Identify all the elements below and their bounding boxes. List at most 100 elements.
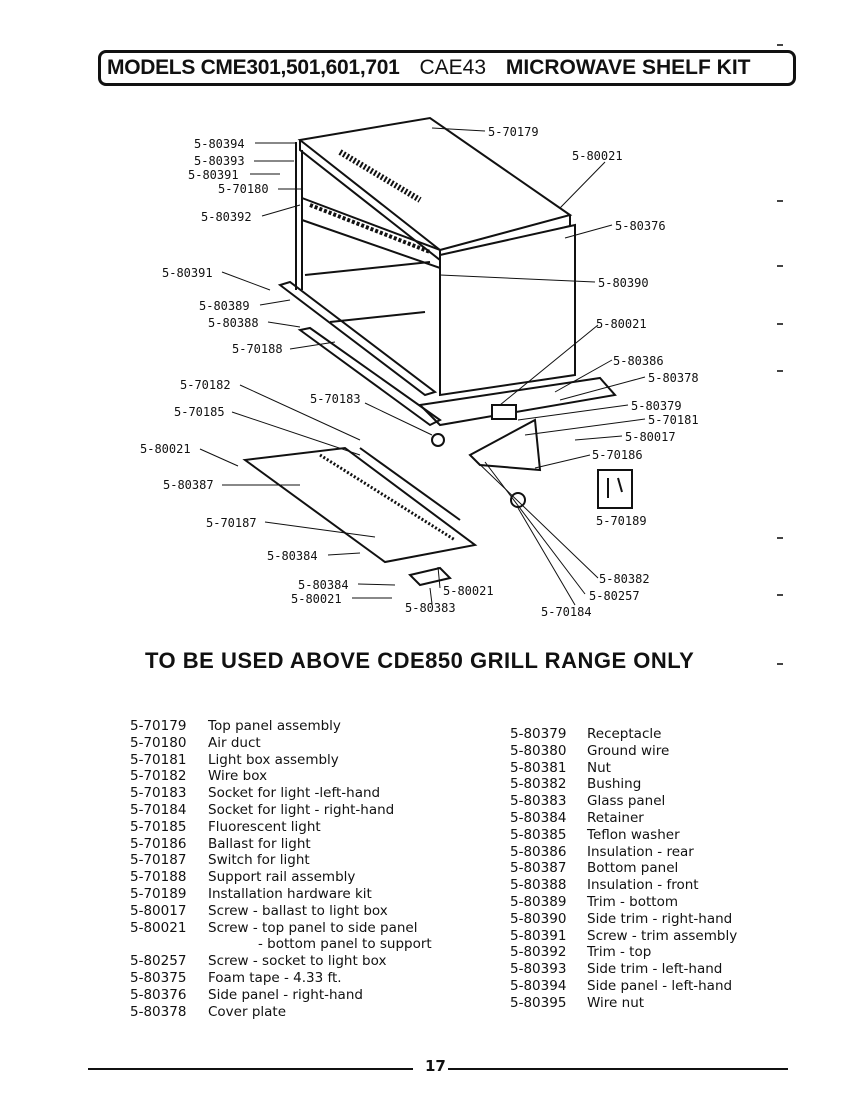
callout-label: 5-70181 (648, 413, 699, 427)
part-number: 5-80391 (510, 927, 567, 944)
list-item: 5-70189 Installation hardware kit (130, 886, 432, 903)
part-number: 5-70187 (130, 852, 187, 869)
part-number: 5-80387 (510, 860, 567, 877)
margin-mark (777, 44, 783, 46)
list-item: 5-70182 Wire box (130, 768, 432, 785)
part-number: 5-80389 (510, 893, 567, 910)
part-description: Trim - bottom (587, 893, 678, 910)
footer-rule-right (448, 1068, 788, 1070)
callout-label: 5-80389 (199, 299, 250, 313)
part-number: 5-70188 (130, 869, 187, 886)
list-item: 5-80376 Side panel - right-hand (130, 987, 432, 1004)
part-description: Wire box (208, 768, 268, 785)
callout-label: 5-70183 (310, 392, 361, 406)
part-number: 5-80017 (130, 902, 187, 919)
callout-label: 5-70185 (174, 405, 225, 419)
leader-lines (199, 127, 646, 606)
list-item: 5-80257 Screw - socket to light box (130, 953, 432, 970)
part-number: 5-80395 (510, 994, 567, 1011)
callout-label: 5-70187 (206, 516, 257, 530)
part-description: Installation hardware kit (208, 885, 372, 902)
callout-label: 5-80257 (589, 589, 640, 603)
list-item: 5-80381 Nut (510, 760, 737, 777)
list-item: 5-70185 Fluorescent light (130, 819, 432, 836)
part-number: 5-70186 (130, 835, 187, 852)
part-number: 5-80388 (510, 877, 567, 894)
part-description: Top panel assembly (208, 718, 341, 734)
list-item: 5-80387 Bottom panel (510, 860, 737, 877)
part-description: Cover plate (208, 1003, 287, 1020)
part-description: Screw - socket to light box (208, 953, 387, 970)
part-number: 5-70180 (130, 734, 187, 751)
list-item: 5-80388 Insulation - front (510, 877, 737, 894)
part-number: 5-80385 (510, 826, 567, 843)
part-description: Support rail assembly (208, 869, 356, 886)
part-description: Bottom panel (587, 860, 679, 877)
list-item: 5-70179 Top panel assembly (130, 718, 432, 735)
part-number: 5-80392 (510, 944, 567, 961)
part-description: Nut (587, 759, 611, 776)
list-item: 5-70187 Switch for light (130, 852, 432, 869)
list-item: 5-80392 Trim - top (510, 944, 737, 961)
part-description: Socket for light - right-hand (208, 801, 395, 818)
part-description: Switch for light (208, 852, 310, 869)
part-number: 5-70179 (130, 718, 187, 734)
part-number: 5-70182 (130, 768, 187, 785)
part-number: 5-80381 (510, 759, 567, 776)
callout-label: 5-80021 (596, 317, 647, 331)
part-number (130, 936, 208, 953)
part-number: 5-80379 (510, 726, 567, 742)
kit-name: MICROWAVE SHELF KIT (505, 56, 751, 79)
part-description: Insulation - rear (587, 843, 694, 860)
part-number: 5-80394 (510, 977, 567, 994)
part-description: Side panel - right-hand (208, 986, 363, 1003)
footer-rule-left (88, 1068, 413, 1070)
callout-label: 5-80376 (615, 219, 666, 233)
part-description: Side panel - left-hand (587, 977, 733, 994)
margin-mark (777, 594, 783, 596)
callout-label: 5-70188 (232, 342, 283, 356)
part-description: Wire nut (587, 994, 645, 1011)
part-number: 5-80384 (510, 809, 567, 826)
list-item: 5-70188 Support rail assembly (130, 869, 432, 886)
part-number: 5-70184 (130, 801, 187, 818)
title-box: MODELS CME301,501,601,701 CAE43 MICROWAV… (98, 50, 796, 86)
part-number: 5-70189 (130, 885, 187, 902)
part-description: Insulation - front (587, 877, 699, 894)
list-item: - bottom panel to support (130, 936, 432, 953)
callout-label: 5-80386 (613, 354, 664, 368)
part-description: Socket for light -left-hand (208, 785, 381, 802)
callout-labels: 5-80394 5-80393 5-80391 5-70180 5-80392 … (140, 125, 699, 619)
callout-label: 5-80388 (208, 316, 259, 330)
part-description: Glass panel (587, 793, 666, 810)
callout-label: 5-70180 (218, 182, 269, 196)
models-title: MODELS CME301,501,601,701 (107, 56, 400, 79)
part-number: 5-70185 (130, 818, 187, 835)
part-description: Fluorescent light (208, 818, 321, 835)
part-number: 5-80376 (130, 986, 187, 1003)
callout-label: 5-80387 (163, 478, 214, 492)
callout-label: 5-80383 (405, 601, 456, 615)
part-description: Trim - top (587, 944, 652, 961)
part-description: Light box assembly (208, 751, 339, 768)
callout-label: 5-80382 (599, 572, 650, 586)
callout-label: 5-80390 (598, 276, 649, 290)
part-number: 5-80257 (130, 953, 187, 970)
part-description: Screw - top panel to side panel (208, 919, 418, 936)
part-number: 5-70183 (130, 785, 187, 802)
part-description: Screw - ballast to light box (208, 902, 388, 919)
